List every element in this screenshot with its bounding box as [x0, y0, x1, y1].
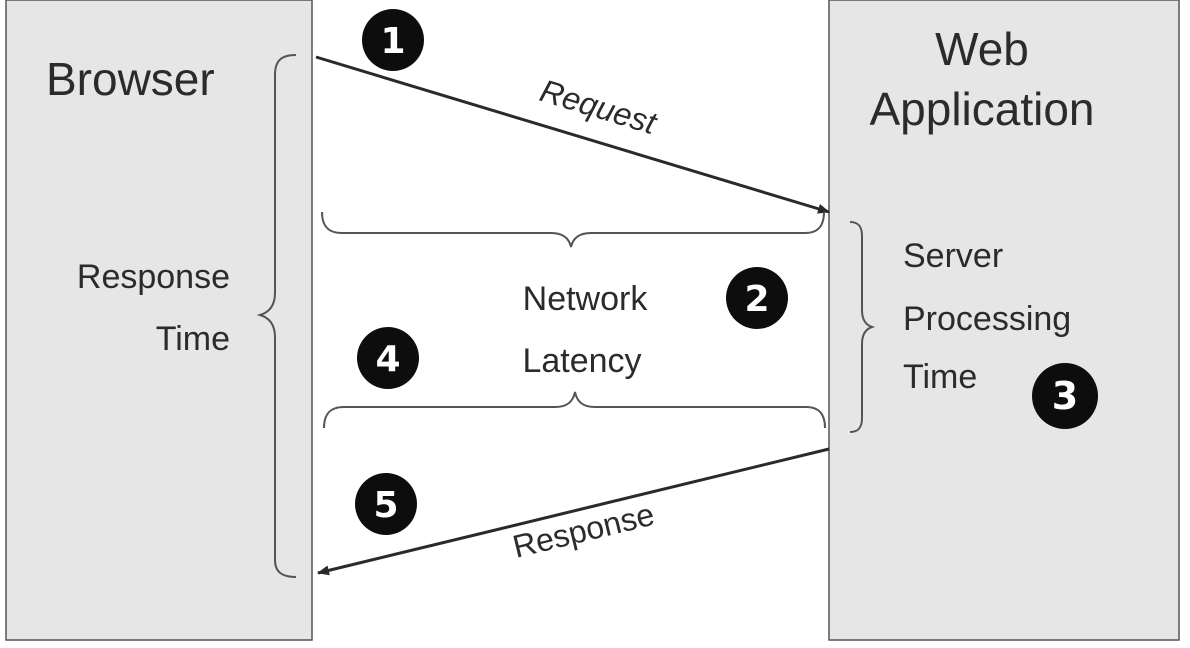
step-badge-5: 5: [355, 473, 417, 535]
web-application-label-line2: Application: [869, 83, 1094, 135]
network-latency-brace-top: [321, 211, 825, 248]
network-latency-brace-bottom: [323, 391, 826, 429]
server-processing-label-line3: Time: [903, 358, 977, 396]
step-badge-4: 4: [357, 327, 419, 389]
step-badge-4-number: 4: [375, 339, 400, 380]
server-processing-label-line1: Server: [903, 237, 1003, 275]
step-badge-1: 1: [362, 9, 424, 71]
network-latency-label-line2: Latency: [522, 342, 641, 380]
step-badge-3-number: 3: [1052, 374, 1078, 418]
server-processing-label-line2: Processing: [903, 300, 1071, 338]
response-time-brace: [256, 54, 297, 578]
browser-label: Browser: [46, 53, 215, 105]
step-badge-5-number: 5: [373, 485, 398, 526]
server-processing-brace: [849, 221, 876, 433]
web-application-label-line1: Web: [935, 23, 1029, 75]
response-time-label-line1: Response: [77, 258, 230, 296]
response-time-label-line2: Time: [156, 320, 230, 358]
web-application-lane: [828, 0, 1180, 641]
step-badge-2-number: 2: [744, 279, 769, 320]
response-label: Response: [509, 496, 658, 565]
step-badge-1-number: 1: [380, 21, 405, 62]
step-badge-3: 3: [1032, 363, 1098, 429]
response-arrow: [317, 447, 830, 576]
step-badge-2: 2: [726, 267, 788, 329]
browser-lane: [5, 0, 313, 641]
network-latency-label-line1: Network: [523, 280, 649, 318]
request-label: Request: [536, 72, 662, 141]
request-arrow: [315, 55, 830, 214]
